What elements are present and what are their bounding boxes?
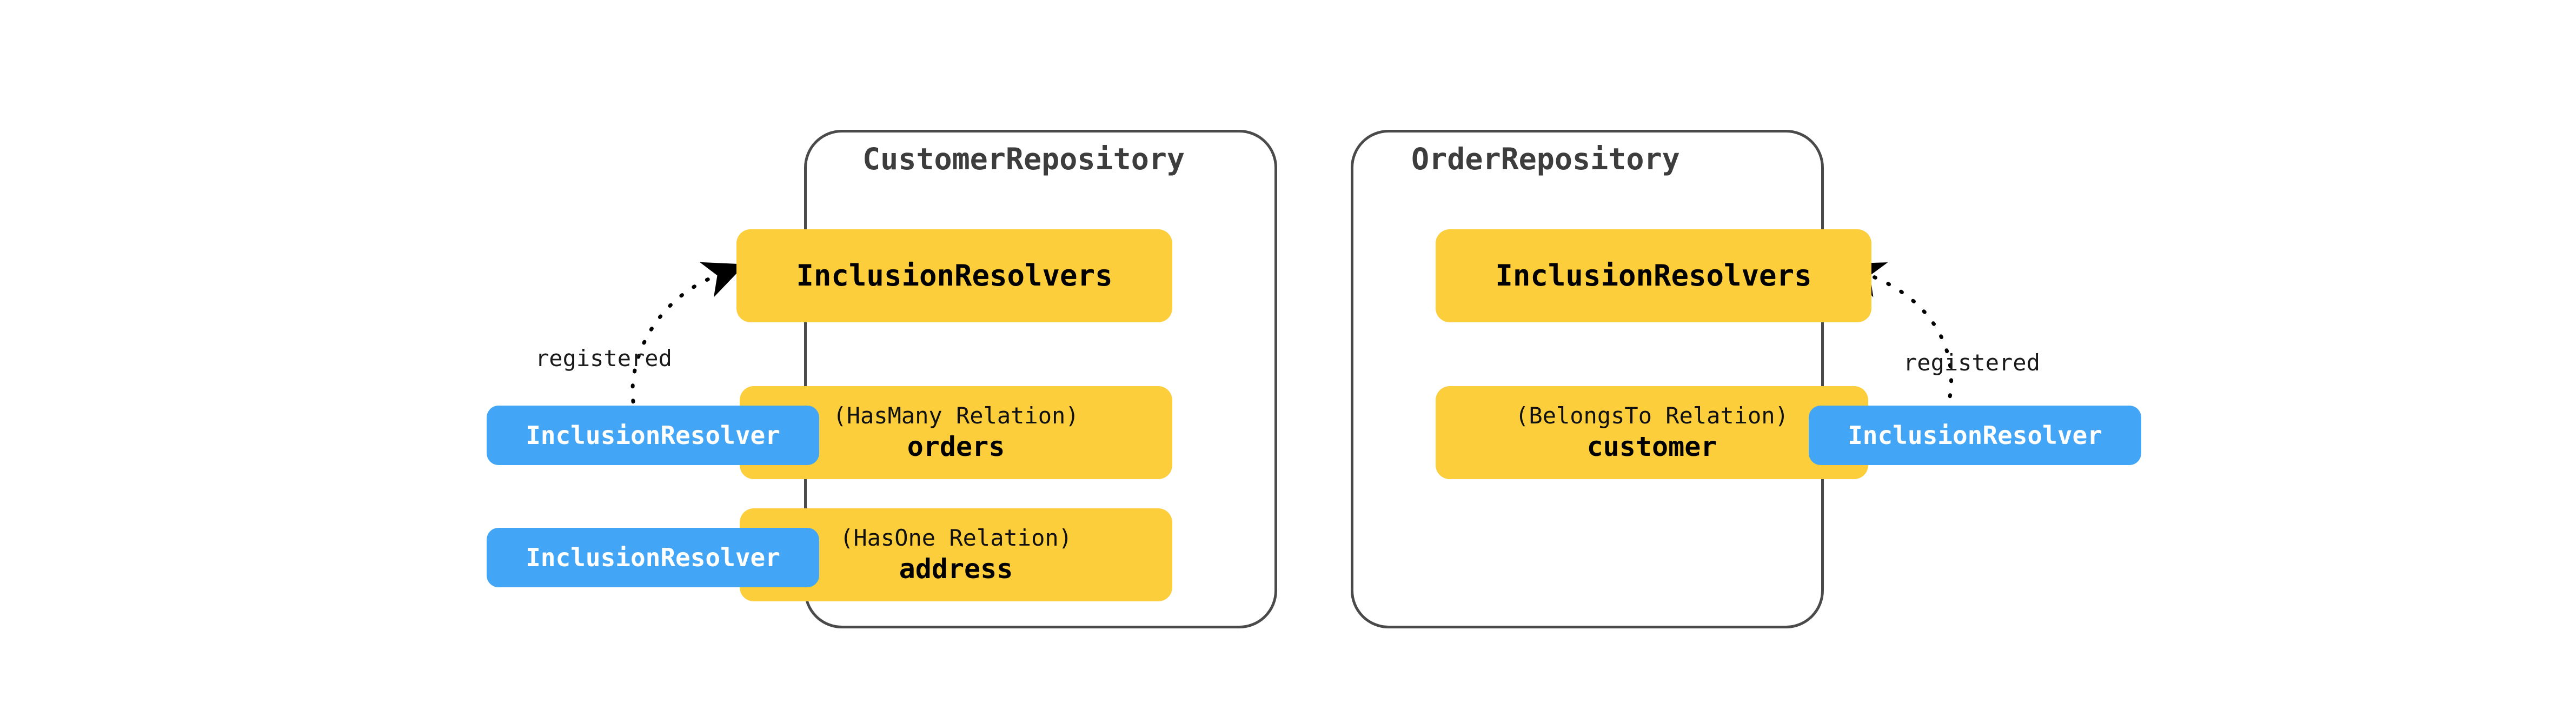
order-relation-customer-name: customer (1586, 430, 1717, 462)
customer-relation-address-name: address (899, 553, 1013, 585)
customer-relation-orders-name: orders (907, 430, 1005, 462)
order-repository-title: OrderRepository (1411, 142, 1680, 176)
customer-inclusion-resolvers-label: InclusionResolvers (796, 258, 1113, 293)
edge-label-right-registered: registered (1903, 349, 2040, 376)
customer-relation-address-type: (HasOne Relation) (840, 525, 1072, 552)
order-relation-customer-box[interactable]: (BelongsTo Relation) customer (1436, 386, 1868, 479)
customer-inclusion-resolvers-box[interactable]: InclusionResolvers (736, 229, 1172, 322)
order-repository-frame[interactable] (1351, 130, 1824, 628)
order-relation-customer-type: (BelongsTo Relation) (1515, 402, 1789, 429)
inclusion-resolver-orders-label: InclusionResolver (526, 421, 780, 450)
inclusion-resolver-customer-node[interactable]: InclusionResolver (1809, 406, 2141, 465)
customer-repository-title: CustomerRepository (862, 142, 1185, 176)
inclusion-resolver-address-label: InclusionResolver (526, 543, 780, 572)
edge-label-left-registered: registered (535, 345, 672, 372)
inclusion-resolver-address-node[interactable]: InclusionResolver (487, 528, 819, 587)
customer-relation-orders-type: (HasMany Relation) (833, 402, 1079, 429)
order-inclusion-resolvers-box[interactable]: InclusionResolvers (1436, 229, 1871, 322)
inclusion-resolver-orders-node[interactable]: InclusionResolver (487, 406, 819, 465)
edge-path-right-registered (1842, 262, 1953, 413)
customer-repository-frame[interactable] (804, 130, 1277, 628)
order-inclusion-resolvers-label: InclusionResolvers (1495, 258, 1812, 293)
inclusion-resolver-customer-label: InclusionResolver (1848, 421, 2102, 450)
